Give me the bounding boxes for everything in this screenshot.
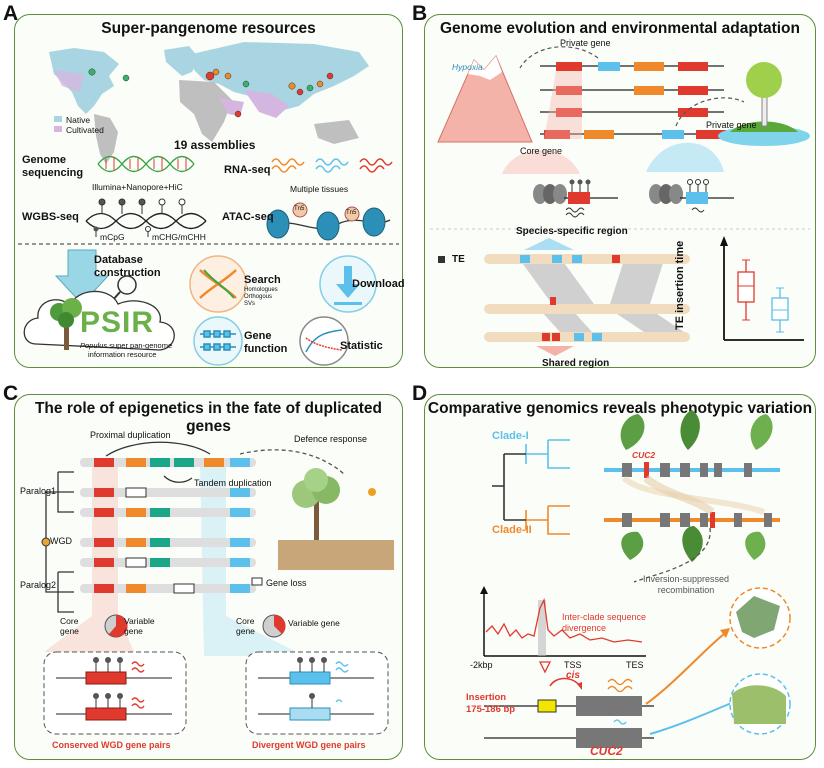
te-insertion-axis: TE insertion time xyxy=(674,240,686,330)
shared-region-label: Shared region xyxy=(542,358,610,369)
insertion-label: Insertion 175-186 bp xyxy=(466,692,516,715)
tn5-label-2: Tn5 xyxy=(346,210,357,216)
world-map xyxy=(49,42,369,164)
gene-block xyxy=(150,538,170,547)
variable-gene-left: Variable gene xyxy=(124,616,155,636)
search-label: Search xyxy=(244,274,281,286)
sample-points xyxy=(88,68,334,118)
variable-gene-right: Variable gene xyxy=(288,618,340,628)
divergent-label: Divergent WGD gene pairs xyxy=(252,740,366,750)
gene-block xyxy=(230,558,250,567)
gene-block xyxy=(125,487,147,498)
genome-seq-tech: Illumina+Nanopore+HiC xyxy=(92,182,183,192)
search-item-2: SVs xyxy=(244,301,256,307)
x-tick-tss: TSS xyxy=(564,660,582,670)
core-gene-left: Core gene xyxy=(60,616,79,636)
gene-block xyxy=(204,458,224,467)
clade2-label: Clade-II xyxy=(492,524,532,536)
db-construction-label: Database construction xyxy=(94,254,161,279)
genome-seq-label: Genome sequencing xyxy=(22,154,84,179)
private-gene-label-2: Private gene xyxy=(706,120,757,130)
gene-block xyxy=(94,488,114,497)
gene-block xyxy=(230,584,250,593)
mcpg-label: mCpG xyxy=(100,232,125,242)
assemblies-label: 19 assemblies xyxy=(174,138,256,152)
gene-loss-label: Gene loss xyxy=(266,578,307,588)
gene-block xyxy=(94,538,114,547)
gene-row xyxy=(80,488,256,497)
gene-block xyxy=(126,508,146,517)
x-tick-tes: TES xyxy=(626,660,644,670)
panel-b-graphics xyxy=(430,46,810,356)
te-label: TE xyxy=(452,254,465,265)
gene-row xyxy=(80,584,256,593)
panel-b-letter: B xyxy=(412,2,428,25)
panel-a-letter: A xyxy=(3,2,19,25)
tandem-label: Tandem duplication xyxy=(194,478,272,488)
paralog1-label: Paralog1 xyxy=(20,486,57,496)
search-item-1: Orthogous xyxy=(244,294,273,300)
rna-seq-note: Multiple tissues xyxy=(290,184,349,194)
gene-block xyxy=(230,488,250,497)
gene-block xyxy=(94,508,114,517)
tn5-label-1: Tn5 xyxy=(294,206,305,212)
wgbs-seq-label: WGBS-seq xyxy=(22,211,79,223)
core-gene-right: Core gene xyxy=(236,616,255,636)
gene-block xyxy=(173,583,195,594)
panel-c-title: The role of epigenetics in the fate of d… xyxy=(34,400,383,435)
mchg-label: mCHG/mCHH xyxy=(152,232,206,242)
species-specific-label: Species-specific region xyxy=(516,226,628,237)
gene-block xyxy=(94,458,114,467)
x-tick-start: -2kbp xyxy=(470,660,493,670)
gene-function-label: Gene function xyxy=(244,330,288,355)
atac-seq-label: ATAC-seq xyxy=(222,211,274,223)
rna-seq-label: RNA-seq xyxy=(224,164,271,176)
search-item-0: Homologues xyxy=(244,287,278,293)
gene-block xyxy=(150,558,170,567)
panel-b-title: Genome evolution and environmental adapt… xyxy=(440,20,800,37)
core-gene-label: Core gene xyxy=(520,146,563,156)
proximal-label: Proximal duplication xyxy=(90,430,171,440)
panel-c-letter: C xyxy=(3,382,19,405)
gene-block xyxy=(230,508,250,517)
cuc2-small-label: CUC2 xyxy=(632,450,656,460)
panel-a-title: Super-pangenome resources xyxy=(101,20,316,37)
gene-block xyxy=(125,557,147,568)
cuc2-label: CUC2 xyxy=(590,744,623,758)
gene-block xyxy=(126,538,146,547)
gene-block xyxy=(230,538,250,547)
wgd-label: WGD xyxy=(50,536,72,546)
panel-a-graphics xyxy=(18,42,399,366)
gene-block xyxy=(126,458,146,467)
legend-native: Native xyxy=(66,115,91,125)
gene-block xyxy=(174,458,194,467)
panel-c-graphics xyxy=(41,441,394,735)
download-label: Download xyxy=(352,278,405,290)
legend-cultivated: Cultivated xyxy=(66,125,104,135)
psir-logo: PSIR xyxy=(80,306,155,339)
statistic-label: Statistic xyxy=(340,340,383,352)
gene-block xyxy=(94,558,114,567)
divergence-label: Inter-clade sequence divergence xyxy=(562,612,647,633)
defence-label: Defence response xyxy=(294,434,368,444)
panel-d-letter: D xyxy=(412,382,428,405)
panel-d-graphics xyxy=(480,410,791,748)
inversion-label: Inversion-suppressed recombination xyxy=(642,574,730,595)
psir-desc-1: Populus super pan-genome xyxy=(80,341,173,350)
cis-label: cis xyxy=(566,670,580,681)
paralog2-label: Paralog2 xyxy=(20,580,57,590)
clade1-label: Clade-I xyxy=(492,430,529,442)
gene-block xyxy=(126,584,146,593)
gene-block xyxy=(94,584,114,593)
gene-block xyxy=(150,458,170,467)
psir-desc-2: information resource xyxy=(88,350,157,359)
hypoxia-label: Hypoxia xyxy=(452,62,483,72)
private-gene-label-1: Private gene xyxy=(560,38,611,48)
gene-block xyxy=(150,508,170,517)
conserved-label: Conserved WGD gene pairs xyxy=(52,740,171,750)
panel-d-title: Comparative genomics reveals phenotypic … xyxy=(427,400,813,417)
gene-block xyxy=(230,458,250,467)
